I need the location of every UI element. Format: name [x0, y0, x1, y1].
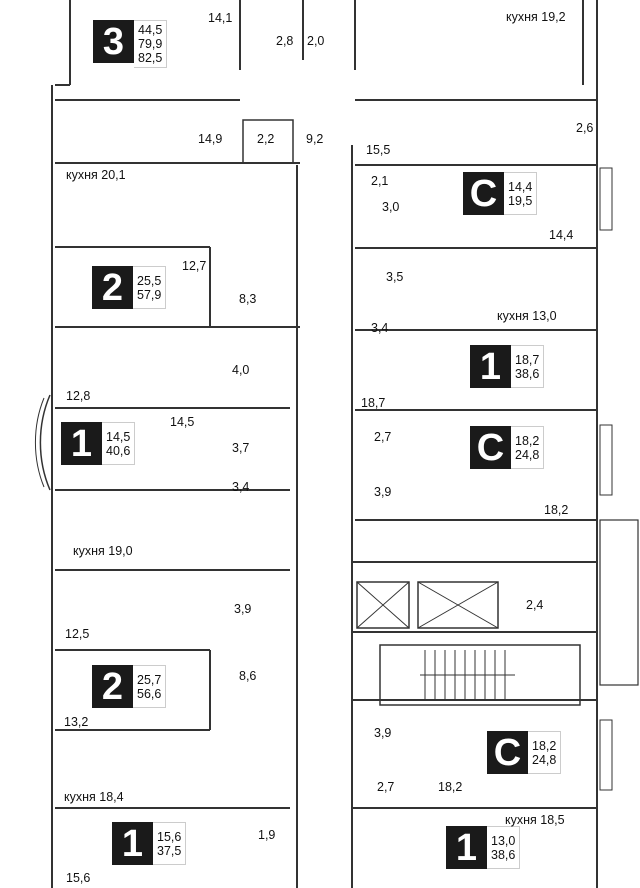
room-area: 3,4 — [371, 321, 389, 335]
room-count: 3 — [93, 20, 134, 63]
room-area: 15,5 — [366, 143, 391, 157]
room-count: C — [487, 731, 528, 774]
total-area-with-balcony: 82,5 — [138, 51, 163, 65]
room-area: 14,4 — [549, 228, 574, 242]
living-area: 18,2 — [532, 738, 557, 753]
area-box: 14,4 19,5 — [504, 172, 538, 215]
area-box: 18,7 38,6 — [511, 345, 545, 388]
living-area: 14,4 — [508, 179, 533, 194]
room-area: 1,9 — [258, 828, 276, 842]
apartment-badge[interactable]: 1 13,0 38,6 — [446, 826, 521, 869]
room-area: 14,1 — [208, 11, 233, 25]
total-area: 24,8 — [532, 752, 557, 767]
living-area: 15,6 — [157, 829, 182, 844]
apartment-badge[interactable]: C 18,2 24,8 — [470, 426, 545, 469]
total-area: 38,6 — [491, 847, 516, 862]
living-area: 13,0 — [491, 833, 516, 848]
room-area: 2,6 — [576, 121, 594, 135]
total-area: 40,6 — [106, 443, 131, 458]
apartment-badge[interactable]: 1 15,6 37,5 — [112, 822, 187, 865]
room-count: 1 — [470, 345, 511, 388]
area-box: 18,2 24,8 — [511, 426, 545, 469]
apartment-badge[interactable]: 1 18,7 38,6 — [470, 345, 545, 388]
apartment-badge[interactable]: 3 44,5 79,9 82,5 — [93, 20, 168, 68]
kitchen-area: кухня 18,4 — [64, 790, 124, 804]
room-area: 12,5 — [65, 627, 90, 641]
total-area: 37,5 — [157, 843, 182, 858]
room-area: 3,7 — [232, 441, 250, 455]
room-area: 2,1 — [371, 174, 389, 188]
room-area: 3,9 — [234, 602, 252, 616]
room-count: 2 — [92, 266, 133, 309]
room-area: 9,2 — [306, 132, 324, 146]
living-area: 25,7 — [137, 672, 162, 687]
room-area: 8,3 — [239, 292, 257, 306]
area-box: 15,6 37,5 — [153, 822, 187, 865]
room-area: 3,9 — [374, 485, 392, 499]
room-area: 2,4 — [526, 598, 544, 612]
room-area: 2,2 — [257, 132, 275, 146]
living-area: 18,7 — [515, 352, 540, 367]
living-area: 25,5 — [137, 273, 162, 288]
room-area: 3,9 — [374, 726, 392, 740]
room-count: 1 — [61, 422, 102, 465]
apartment-badge[interactable]: 2 25,5 57,9 — [92, 266, 167, 309]
living-area: 44,5 — [138, 23, 163, 37]
living-area: 14,5 — [106, 429, 131, 444]
room-area: 13,2 — [64, 715, 89, 729]
room-area: 3,0 — [382, 200, 400, 214]
room-area: 18,7 — [361, 396, 386, 410]
room-area: 14,5 — [170, 415, 195, 429]
room-area: 3,5 — [386, 270, 404, 284]
room-area: 4,0 — [232, 363, 250, 377]
total-area: 38,6 — [515, 366, 540, 381]
kitchen-area: кухня 13,0 — [497, 309, 557, 323]
room-area: 3,4 — [232, 480, 250, 494]
total-area: 56,6 — [137, 686, 162, 701]
room-area: 2,7 — [374, 430, 392, 444]
room-area: 14,9 — [198, 132, 223, 146]
area-box: 18,2 24,8 — [528, 731, 562, 774]
room-area: 12,8 — [66, 389, 91, 403]
living-area: 18,2 — [515, 433, 540, 448]
area-box: 25,7 56,6 — [133, 665, 167, 708]
total-area: 19,5 — [508, 193, 533, 208]
total-area: 24,8 — [515, 447, 540, 462]
room-count: C — [463, 172, 504, 215]
area-box: 14,5 40,6 — [102, 422, 136, 465]
room-area: 15,6 — [66, 871, 91, 885]
apartment-badge[interactable]: C 14,4 19,5 — [463, 172, 538, 215]
room-count: C — [470, 426, 511, 469]
kitchen-area: кухня 20,1 — [66, 168, 126, 182]
kitchen-area: кухня 19,2 — [506, 10, 566, 24]
room-count: 1 — [112, 822, 153, 865]
room-area: 2,8 — [276, 34, 294, 48]
apartment-badge[interactable]: C 18,2 24,8 — [487, 731, 562, 774]
room-area: 2,7 — [377, 780, 395, 794]
area-box: 44,5 79,9 82,5 — [134, 20, 168, 68]
apartment-badge[interactable]: 2 25,7 56,6 — [92, 665, 167, 708]
room-area: 2,0 — [307, 34, 325, 48]
room-area: 18,2 — [438, 780, 463, 794]
room-count: 1 — [446, 826, 487, 869]
area-box: 25,5 57,9 — [133, 266, 167, 309]
room-area: 12,7 — [182, 259, 207, 273]
kitchen-area: кухня 18,5 — [505, 813, 565, 827]
total-area: 57,9 — [137, 287, 162, 302]
total-area: 79,9 — [138, 37, 163, 51]
room-count: 2 — [92, 665, 133, 708]
kitchen-area: кухня 19,0 — [73, 544, 133, 558]
room-area: 18,2 — [544, 503, 569, 517]
area-box: 13,0 38,6 — [487, 826, 521, 869]
apartment-badge[interactable]: 1 14,5 40,6 — [61, 422, 136, 465]
room-area: 8,6 — [239, 669, 257, 683]
